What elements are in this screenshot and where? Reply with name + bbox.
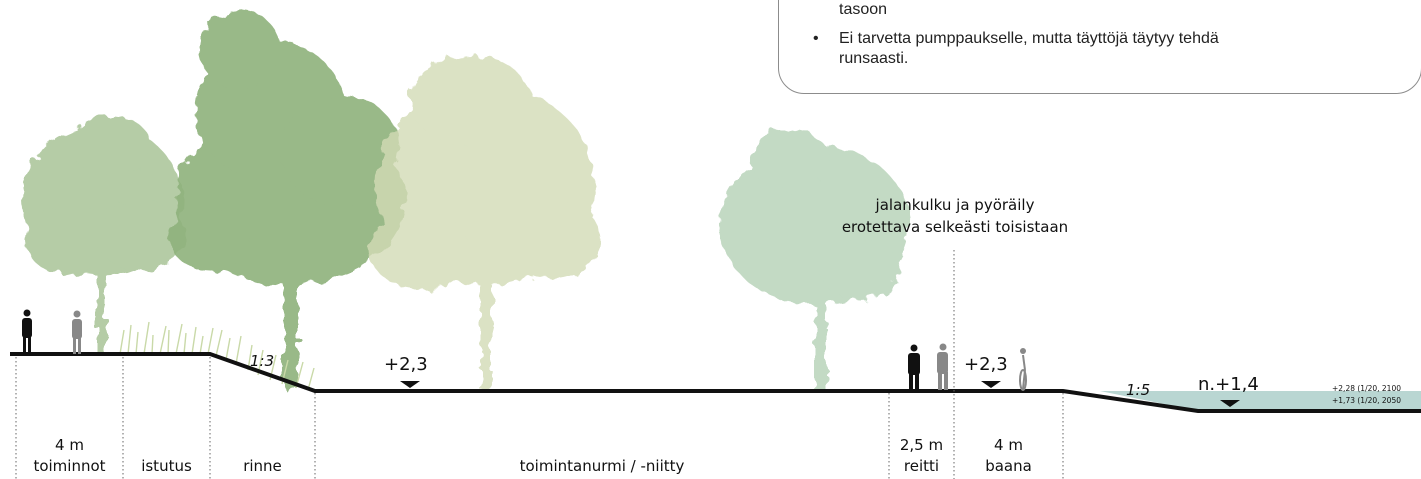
zone-name-baana: baana xyxy=(985,457,1032,475)
info-box: tasoon • Ei tarvetta pumppaukselle, mutt… xyxy=(778,0,1421,94)
info-item-2-line-2: runsaasti. xyxy=(839,50,909,67)
level-label-water: n.+1,4 xyxy=(1198,374,1259,395)
zone-width-reitti: 2,5 m xyxy=(899,436,944,454)
zone-name-toimintanurmi: toimintanurmi / -niitty xyxy=(519,457,685,475)
slope-label-left: 1:3 xyxy=(250,352,275,370)
person-left-2 xyxy=(72,310,82,354)
level-label-lawn: +2,3 xyxy=(384,354,428,375)
grass-planting xyxy=(119,321,315,391)
tree-1 xyxy=(22,115,185,354)
water-body xyxy=(1100,391,1421,411)
ground-profile xyxy=(10,352,1421,413)
zone-name-reitti: reitti xyxy=(903,457,940,475)
level-marker-baana xyxy=(981,381,1001,388)
tree-2 xyxy=(170,10,405,390)
zone-name-istutus: istutus xyxy=(141,457,192,475)
flood-level-1: +2,28 (1/20, 2100 xyxy=(1332,384,1401,393)
person-left-1 xyxy=(22,309,32,354)
person-right-2 xyxy=(937,343,948,390)
annotation-line-2: erotettava selkeästi toisistaan xyxy=(841,218,1069,236)
info-item-2-line-1: Ei tarvetta pumppaukselle, mutta täyttöj… xyxy=(839,30,1219,47)
person-right-1 xyxy=(908,344,920,390)
zone-name-rinne: rinne xyxy=(243,457,282,475)
flood-level-2: +1,73 (1/20, 2050 xyxy=(1332,396,1401,405)
slope-label-right: 1:5 xyxy=(1126,381,1151,399)
zone-dividers xyxy=(15,250,1064,479)
zone-width-baana: 4 m xyxy=(994,436,1023,454)
info-item-1-line-1: tasoon xyxy=(839,1,888,18)
info-item-1: tasoon xyxy=(839,0,887,20)
level-marker-lawn xyxy=(400,381,420,388)
zone-name-toiminnot: toiminnot xyxy=(33,457,106,475)
bullet-icon: • xyxy=(813,30,819,47)
level-marker-water xyxy=(1220,400,1240,407)
info-item-2: • Ei tarvetta pumppaukselle, mutta täytt… xyxy=(813,29,1219,69)
annotation-line-1: jalankulku ja pyöräily xyxy=(875,196,1035,214)
level-label-baana: +2,3 xyxy=(964,354,1008,375)
tree-3 xyxy=(370,55,600,390)
tree-4 xyxy=(720,130,910,390)
zone-width-toiminnot: 4 m xyxy=(55,436,84,454)
cyclist xyxy=(1019,348,1027,391)
